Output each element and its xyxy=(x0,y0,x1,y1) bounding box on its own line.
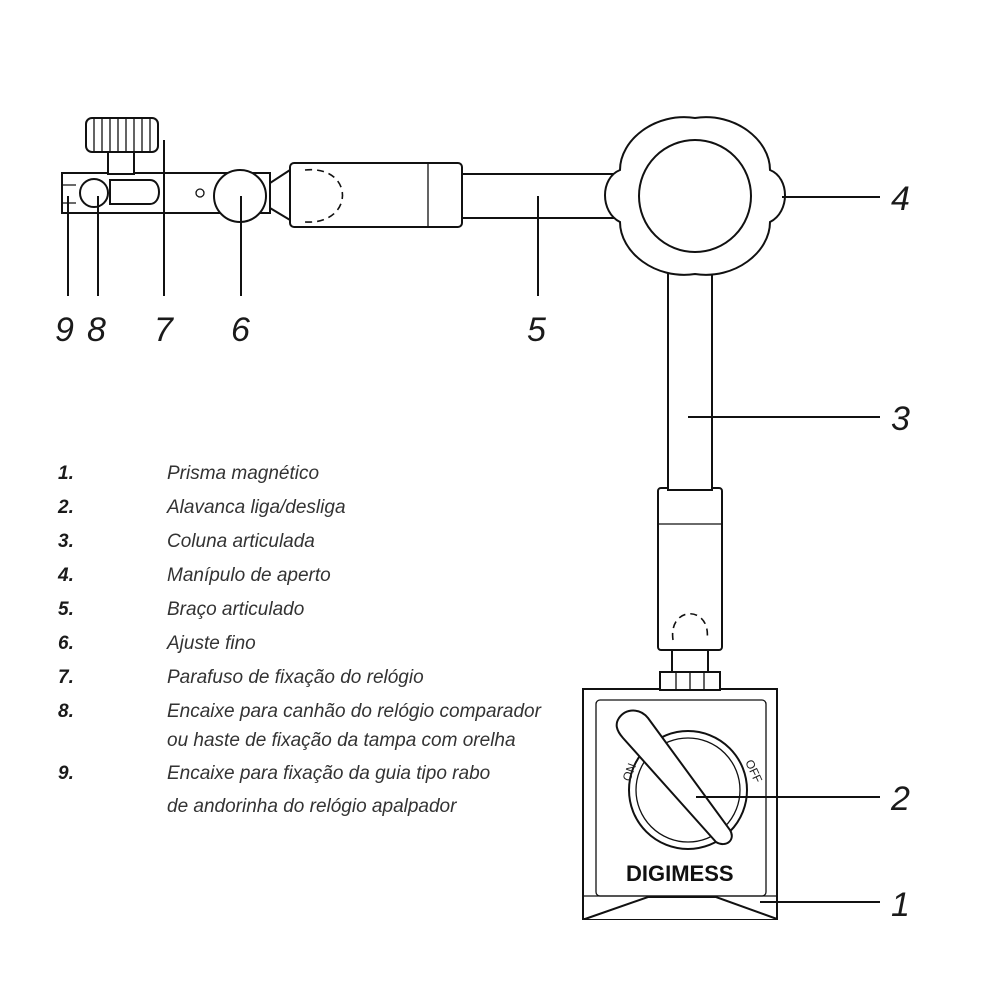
legend-text: Alavanca liga/desliga xyxy=(166,497,346,518)
fine-adjust-holder xyxy=(61,117,271,223)
legend-text: ou haste de fixação da tampa com orelha xyxy=(167,730,516,751)
legend-text: Encaixe para canhão do relógio comparado… xyxy=(167,701,542,722)
arm-sleeve xyxy=(289,162,463,228)
screw-neck xyxy=(107,149,135,175)
callout-6: 6 xyxy=(231,311,250,349)
legend-number: 1. xyxy=(58,463,74,484)
screw-knurl xyxy=(93,118,151,152)
legend-text: Parafuso de fixação do relógio xyxy=(167,667,424,688)
callout-1: 1 xyxy=(891,886,910,924)
legend-text: Coluna articulada xyxy=(167,531,315,552)
callout-3: 3 xyxy=(891,400,910,438)
legend-number: 6. xyxy=(58,633,74,654)
brand-label: DIGIMESS xyxy=(626,861,734,886)
clamp-screw-head xyxy=(85,117,159,153)
column-sleeve xyxy=(657,487,723,651)
column-ball-joint xyxy=(671,613,709,641)
legend-number: 9. xyxy=(58,763,74,784)
legend-text: Braço articulado xyxy=(167,599,304,620)
callout-8: 8 xyxy=(87,311,106,349)
column-rod xyxy=(667,239,713,491)
legend-number: 8. xyxy=(58,701,74,722)
switch-lever xyxy=(615,709,733,846)
column-neck xyxy=(671,649,709,673)
horizontal-arm xyxy=(269,162,651,228)
arm-ball-joint xyxy=(304,169,344,223)
callout-7: 7 xyxy=(154,311,174,349)
legend-text: de andorinha do relógio apalpador xyxy=(167,796,457,817)
switch-dial-inner xyxy=(635,737,741,843)
callout-9: 9 xyxy=(55,311,74,349)
legend-text: Encaixe para fixação da guia tipo rabo xyxy=(167,763,490,784)
callout-2: 2 xyxy=(890,780,910,818)
clamp-slot xyxy=(109,179,160,205)
legend-number: 5. xyxy=(58,599,74,620)
knob-center xyxy=(638,139,752,253)
holder-pin xyxy=(195,188,205,198)
leader-lines xyxy=(67,140,880,903)
callout-5: 5 xyxy=(527,311,546,349)
legend-number: 3. xyxy=(58,531,74,552)
legend-number: 4. xyxy=(57,565,74,586)
legend-number: 2. xyxy=(57,497,74,518)
switch-on-label: ON xyxy=(620,761,639,783)
clamp-bore xyxy=(79,178,109,208)
legend: 1. Prisma magnético 2. Alavanca liga/des… xyxy=(57,463,542,817)
callout-4: 4 xyxy=(891,180,910,218)
legend-number: 7. xyxy=(58,667,74,688)
callout-numbers: 1 2 3 4 5 6 7 8 9 xyxy=(55,180,910,924)
legend-text: Ajuste fino xyxy=(166,633,256,654)
clamp-knob xyxy=(604,116,786,276)
onoff-switch: ON OFF xyxy=(615,709,765,850)
base-v-prism xyxy=(584,896,778,920)
legend-text: Manípulo de aperto xyxy=(167,565,331,586)
lower-column xyxy=(657,239,723,691)
arm-taper xyxy=(269,168,291,222)
legend-text: Prisma magnético xyxy=(167,463,319,484)
